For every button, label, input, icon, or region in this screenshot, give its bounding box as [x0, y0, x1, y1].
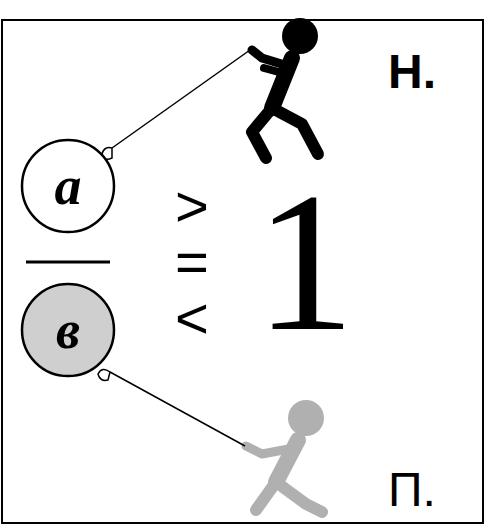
letter-label: Н. [388, 48, 436, 96]
relation-sign: = [175, 233, 209, 291]
frame [2, 20, 483, 523]
rope [110, 372, 245, 446]
rope [112, 50, 250, 148]
fraction-circle: a [20, 138, 116, 234]
relation-sign: > [175, 177, 209, 235]
fraction-bar [26, 261, 110, 264]
relation-sign: < [175, 289, 209, 347]
number-one: 1 [255, 162, 355, 362]
fraction-letter: a [55, 159, 82, 213]
fraction-letter: в [56, 303, 80, 357]
letter-label: П. [388, 466, 436, 514]
hand [98, 369, 110, 380]
grey-figure [246, 400, 324, 512]
fraction-circle: в [20, 282, 116, 378]
black-figure [252, 18, 318, 158]
